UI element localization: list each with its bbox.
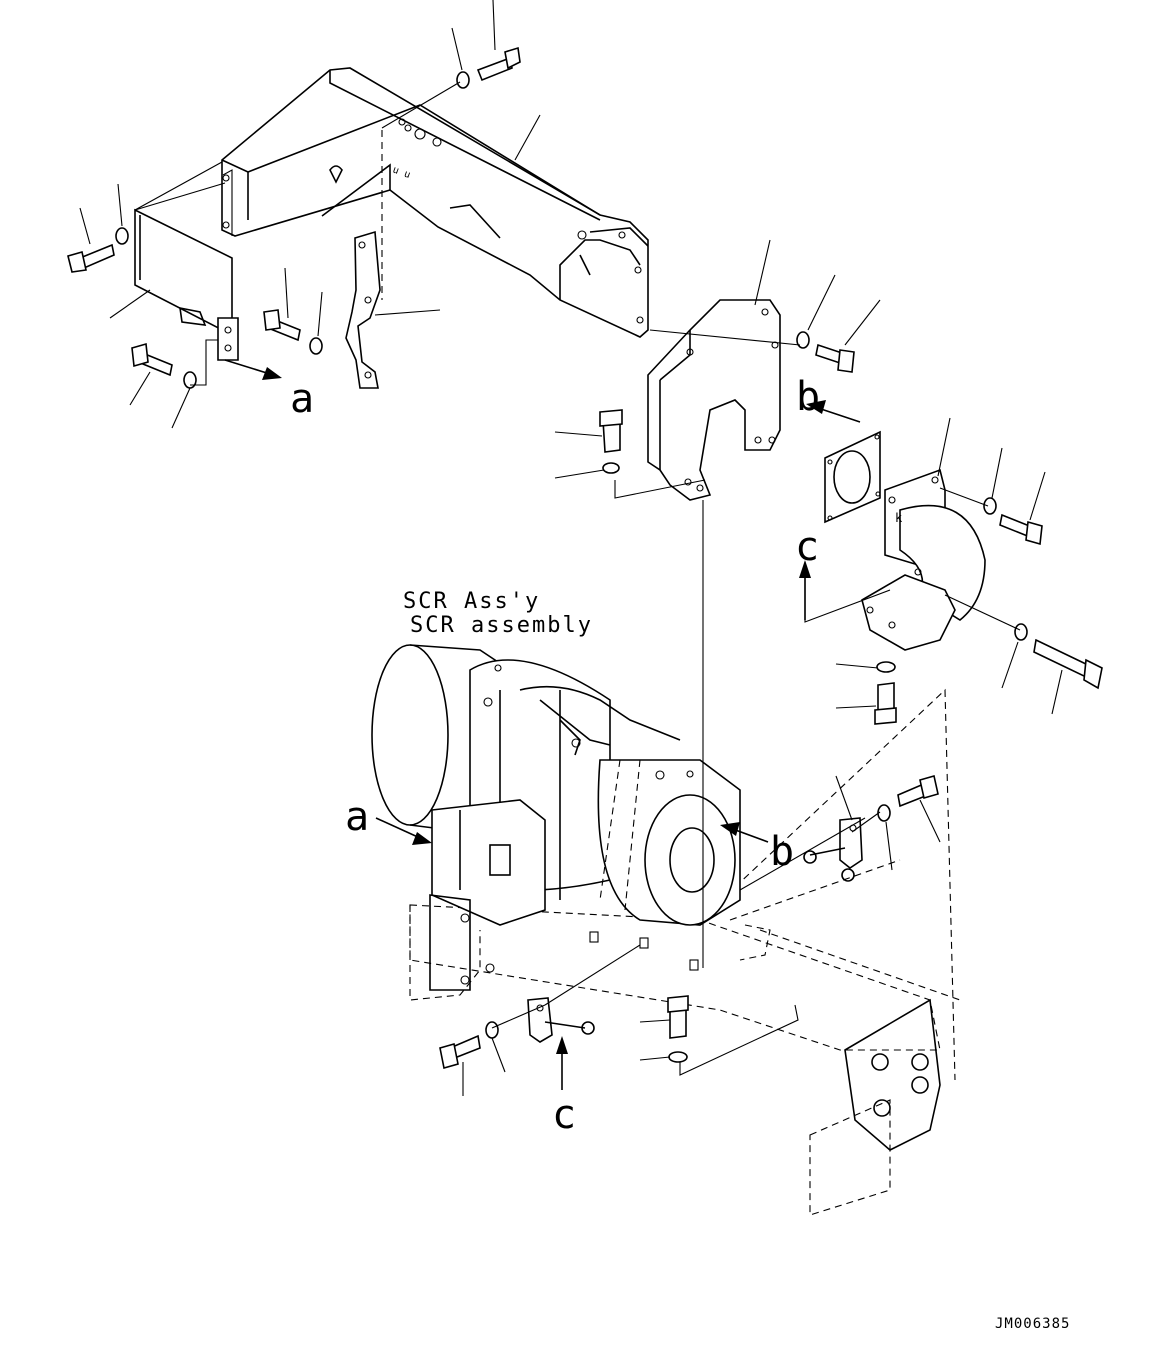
caption-scr-assembly: SCR assembly [410, 613, 593, 638]
vertical-bracket [345, 130, 383, 389]
left-side-plate [134, 161, 239, 361]
ref-label-a-lower: a [345, 794, 369, 840]
svg-text:k: k [895, 511, 903, 525]
top-cover: u u [221, 67, 649, 338]
bolt-vertical-hook [599, 409, 623, 453]
washer-top [456, 71, 470, 89]
ref-label-b-upper: b [796, 374, 820, 420]
washer-elbow-vertical [876, 661, 896, 673]
bolt-left-upper [67, 243, 115, 273]
ref-label-c-lower: c [552, 1092, 576, 1138]
lower-small-bracket [527, 997, 595, 1043]
bolt-left-lower [131, 342, 173, 377]
washer-left-upper [115, 227, 129, 245]
washer-elbow-upper [983, 497, 997, 515]
bolt-elbow-vertical [874, 682, 897, 725]
bolt-lower-left [439, 1034, 481, 1070]
arrow-a-lower [375, 817, 432, 845]
washer-elbow-long [1014, 623, 1028, 641]
washer-lower-left [485, 1021, 499, 1039]
bolt-right-bracket [897, 774, 939, 808]
hook-bracket [647, 299, 781, 501]
arrow-b-upper [806, 400, 861, 423]
arrow-b-lower [720, 822, 769, 843]
gasket [824, 430, 881, 524]
washer-lower-center [668, 1051, 688, 1063]
washer-vertical-hook [602, 462, 620, 474]
drawing-code: JM006385 [995, 1316, 1070, 1332]
bolt-center-left [263, 309, 301, 342]
bolt-top [476, 46, 521, 82]
bolt-right-hook [815, 343, 855, 373]
washer-right-hook [796, 331, 810, 349]
ref-label-a-upper: a [290, 376, 314, 422]
washer-right-bracket [877, 804, 891, 822]
arrow-a-upper [224, 359, 282, 380]
leader-lines [79, 0, 1063, 1096]
ref-label-b-lower: b [770, 829, 794, 875]
ref-label-c-upper: c [795, 524, 819, 570]
arrow-c-lower [556, 1036, 568, 1090]
bolt-elbow-upper [999, 513, 1043, 546]
exhaust-elbow: k [861, 468, 986, 651]
bolt-lower-center [667, 995, 689, 1039]
washer-left-lower [183, 371, 197, 389]
bolt-elbow-long [1033, 638, 1103, 690]
washer-center-left [309, 337, 323, 355]
right-small-bracket [803, 817, 863, 882]
caption-scr-assy: SCR Ass'y [403, 589, 540, 614]
scr-assembly [371, 644, 961, 1216]
arrow-c-upper [799, 560, 811, 620]
